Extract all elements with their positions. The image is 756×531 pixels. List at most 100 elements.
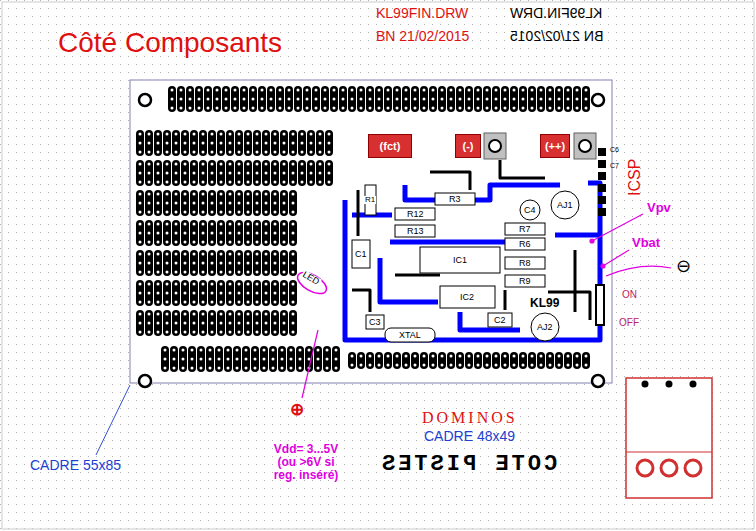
- pad-hole: [504, 98, 507, 101]
- pad-hole: [157, 241, 160, 244]
- pad-strip: [199, 190, 207, 216]
- pad-hole: [166, 142, 169, 145]
- pad-hole: [396, 355, 399, 358]
- pad-hole: [211, 331, 214, 334]
- pad-hole: [148, 142, 151, 145]
- pad-strip: [251, 346, 259, 372]
- pad-strip: [226, 220, 234, 246]
- pad-hole: [247, 331, 250, 334]
- pad-hole: [283, 181, 286, 184]
- pad-strip: [325, 160, 333, 186]
- pad-hole: [184, 283, 187, 286]
- pad-hole: [333, 107, 336, 110]
- pad-strip: [483, 352, 491, 369]
- pad-hole: [274, 331, 277, 334]
- pad-hole: [281, 367, 284, 370]
- pad-hole: [585, 355, 588, 358]
- part-name: R3: [448, 195, 462, 204]
- pad-hole: [148, 283, 151, 286]
- pad-hole: [229, 331, 232, 334]
- part-name: C4: [523, 206, 537, 215]
- part-name: AJ1: [556, 201, 574, 210]
- pad-hole: [265, 331, 268, 334]
- pad-strip: [190, 130, 198, 156]
- pad-hole: [378, 364, 381, 367]
- pad-strip: [199, 160, 207, 186]
- pad-hole: [202, 211, 205, 214]
- pad-strip: [163, 280, 171, 306]
- pad-strip: [188, 346, 196, 372]
- pad-hole: [157, 133, 160, 136]
- pad-hole: [274, 313, 277, 316]
- part-name: R12: [406, 210, 425, 219]
- pad-hole: [238, 331, 241, 334]
- pad-hole: [265, 271, 268, 274]
- pad-strip: [280, 190, 288, 216]
- pad-hole: [261, 98, 264, 101]
- button-label: (fct): [380, 140, 401, 152]
- pad-hole: [220, 133, 223, 136]
- pad-strip: [235, 220, 243, 246]
- annotation-text: BN 21/02/2015: [510, 29, 603, 44]
- pad-hole: [378, 355, 381, 358]
- pad-hole: [256, 271, 259, 274]
- pad-hole: [157, 283, 160, 286]
- pad-hole: [247, 253, 250, 256]
- pad-hole: [207, 98, 210, 101]
- pad-hole: [265, 142, 268, 145]
- pad-hole: [319, 142, 322, 145]
- pad-strip: [199, 130, 207, 156]
- pad-hole: [495, 364, 498, 367]
- pad-hole: [175, 271, 178, 274]
- pad-strip: [235, 130, 243, 156]
- pad-hole: [229, 133, 232, 136]
- pad-hole: [220, 232, 223, 235]
- pad-hole: [301, 172, 304, 175]
- pad-hole: [182, 349, 185, 352]
- pad-hole: [274, 193, 277, 196]
- pad-hole: [166, 181, 169, 184]
- pad-hole: [567, 355, 570, 358]
- pad-strip: [181, 190, 189, 216]
- pad-hole: [148, 163, 151, 166]
- pad-hole: [252, 89, 255, 92]
- pad-hole: [209, 349, 212, 352]
- pad-strip: [145, 190, 153, 216]
- pad-hole: [238, 262, 241, 265]
- pad-strip: [226, 250, 234, 276]
- pad-hole: [549, 364, 552, 367]
- pad-hole: [290, 367, 293, 370]
- pad-strip: [303, 86, 311, 112]
- pad-hole: [326, 349, 329, 352]
- pad-strip: [262, 280, 270, 306]
- pad-strip: [271, 160, 279, 186]
- pad-hole: [319, 151, 322, 154]
- pad-hole: [263, 349, 266, 352]
- pad-hole: [229, 181, 232, 184]
- pad-strip: [375, 352, 383, 369]
- pad-hole: [173, 358, 176, 361]
- pad-hole: [558, 355, 561, 358]
- pad-hole: [247, 232, 250, 235]
- pad-hole: [414, 355, 417, 358]
- pad-hole: [513, 107, 516, 110]
- pad-hole: [225, 107, 228, 110]
- pad-hole: [202, 181, 205, 184]
- pad-hole: [229, 322, 232, 325]
- pad-hole: [405, 98, 408, 101]
- pad-hole: [274, 253, 277, 256]
- pad-strip: [235, 250, 243, 276]
- pad-strip: [271, 190, 279, 216]
- pad-hole: [292, 151, 295, 154]
- pad-strip: [217, 250, 225, 276]
- pad-hole: [270, 98, 273, 101]
- pad-hole: [220, 271, 223, 274]
- pad-hole: [238, 133, 241, 136]
- pad-strip: [136, 310, 144, 336]
- pad-hole: [274, 163, 277, 166]
- pad-hole: [139, 322, 142, 325]
- pad-strip: [573, 352, 581, 369]
- pad-hole: [193, 232, 196, 235]
- pad-strip: [339, 86, 347, 112]
